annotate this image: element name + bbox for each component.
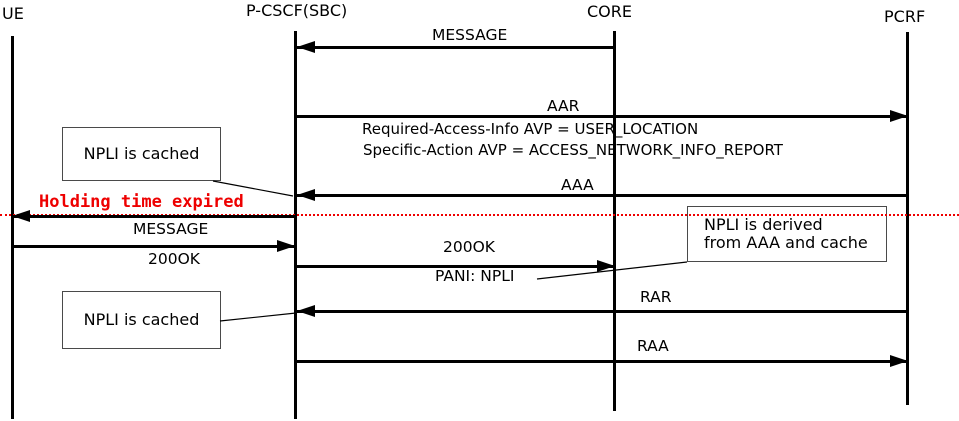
arrowhead-icon <box>277 240 295 252</box>
message-label: RAA <box>637 337 669 355</box>
lifeline-pcrf <box>906 32 909 405</box>
message-label: AAA <box>561 176 594 194</box>
lifeline-pcscf <box>294 31 297 419</box>
note-npli-cached-1: NPLI is cached <box>62 127 221 181</box>
arrowhead-icon <box>890 110 908 122</box>
lifeline-core <box>613 31 616 411</box>
message-arrow-rar <box>297 310 908 313</box>
note-text-line-2: from AAA and cache <box>704 233 868 252</box>
message-label: AAR <box>547 97 580 115</box>
message-label: MESSAGE <box>432 26 508 44</box>
arrowhead-icon <box>297 41 315 53</box>
actor-label-core: CORE <box>587 2 632 21</box>
aar-detail-line-1: Required-Access-Info AVP = USER_LOCATION <box>362 120 699 138</box>
pani-npli-label: PANI: NPLI <box>435 267 515 285</box>
arrowhead-icon <box>297 189 315 201</box>
message-arrow-raa <box>296 360 908 363</box>
holding-time-label: Holding time expired <box>39 192 244 212</box>
message-arrow-message-core-to-pcscf <box>297 46 615 49</box>
message-label: 200OK <box>148 250 200 268</box>
aar-detail-line-2: Specific-Action AVP = ACCESS_NETWORK_INF… <box>363 141 783 159</box>
message-arrow-aaa <box>297 194 908 197</box>
message-label: RAR <box>640 288 672 306</box>
message-arrow-message-pcscf-to-ue <box>13 215 295 218</box>
lifeline-ue <box>11 36 14 419</box>
note-npli-cached-2: NPLI is cached <box>62 291 221 349</box>
arrowhead-icon <box>890 355 908 367</box>
message-label: 200OK <box>443 238 495 256</box>
arrowhead-icon <box>12 210 30 222</box>
message-arrow-200ok-pcscf-to-core <box>296 265 615 268</box>
holding-time-divider-line <box>0 214 959 216</box>
message-arrow-200ok-ue-to-pcscf <box>13 245 295 248</box>
message-label: MESSAGE <box>133 220 209 238</box>
note-text: NPLI is cached <box>83 143 200 163</box>
note-text-line-1: NPLI is derived <box>704 214 823 234</box>
actor-label-pcscf: P-CSCF(SBC) <box>246 1 348 20</box>
note-text: NPLI is cached <box>83 309 200 329</box>
leader-line-cached2 <box>219 312 297 322</box>
arrowhead-icon <box>597 260 615 272</box>
message-arrow-aar <box>296 115 908 118</box>
arrowhead-icon <box>297 305 315 317</box>
actor-label-pcrf: PCRF <box>884 7 926 26</box>
actor-label-ue: UE <box>2 4 24 23</box>
